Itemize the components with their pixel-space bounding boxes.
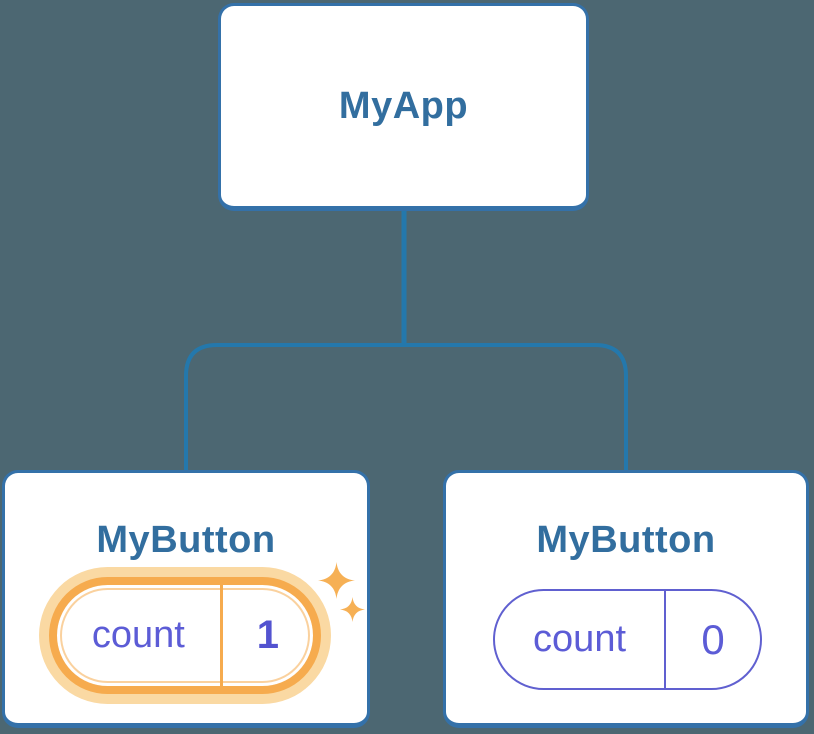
state-value: 0 bbox=[664, 591, 760, 688]
node-mybutton-2-label: MyButton bbox=[536, 519, 716, 561]
state-value: 1 bbox=[219, 585, 313, 686]
state-pill-highlighted: count 1 bbox=[49, 577, 321, 694]
node-mybutton-1-label: MyButton bbox=[96, 519, 276, 561]
state-key-label: count bbox=[91, 614, 185, 656]
node-myapp: MyApp bbox=[218, 3, 589, 211]
state-pill: count 0 bbox=[493, 589, 762, 690]
node-myapp-label: MyApp bbox=[338, 84, 469, 127]
sparkle-icon bbox=[318, 562, 355, 599]
sparkle-icon bbox=[340, 597, 365, 622]
node-mybutton-2: MyButton count 0 bbox=[443, 470, 809, 728]
state-key-label: count bbox=[533, 618, 627, 660]
connector-branch-bracket bbox=[184, 343, 628, 471]
node-mybutton-1: MyButton count 1 bbox=[2, 470, 370, 728]
